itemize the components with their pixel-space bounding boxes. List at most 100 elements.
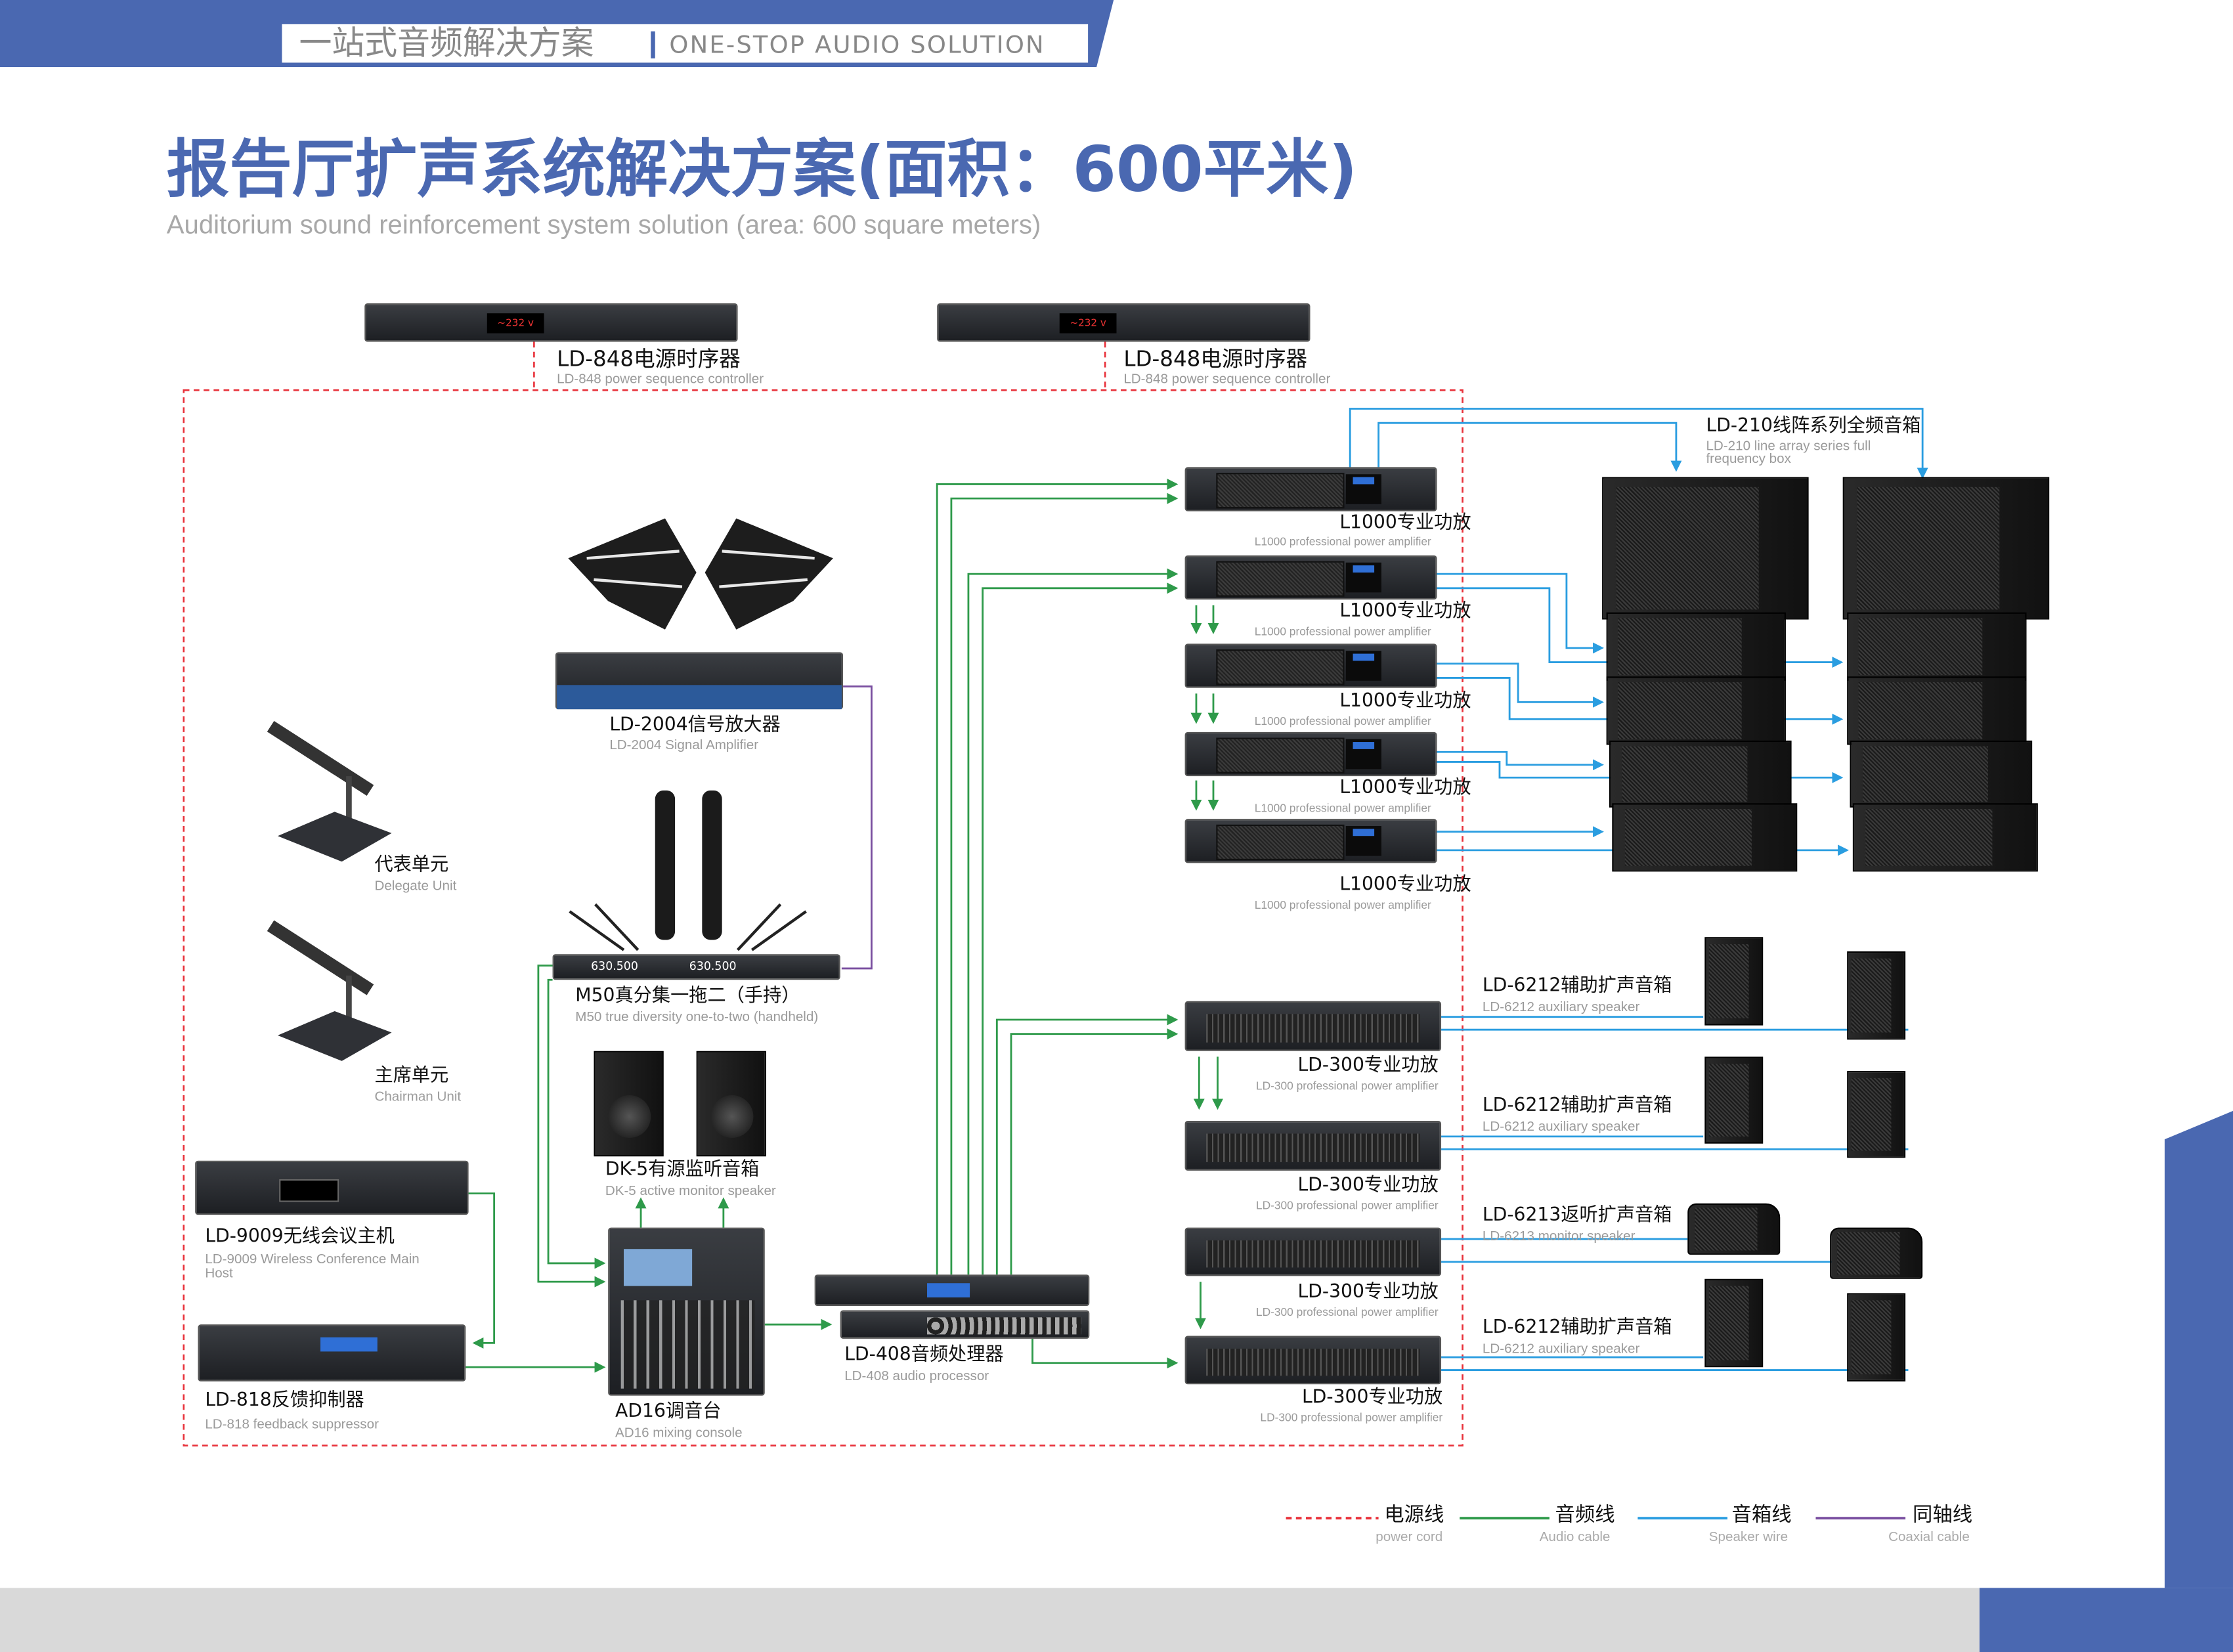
ld818-label: LD-818反馈抑制器 (205, 1389, 364, 1412)
l1000-amp-1 (1184, 467, 1437, 511)
signal-amp-label-en: LD-2004 Signal Amplifier (609, 737, 759, 754)
legend-power-cord: 电源线 (1384, 1504, 1444, 1527)
dk5-monitor-left (594, 1051, 664, 1157)
coaxial-line (841, 685, 873, 970)
sequencer-label-2: LD-848电源时序器 (1123, 346, 1308, 372)
legend-speaker-wire: 音箱线 (1731, 1504, 1792, 1527)
sequencer-device-2: ~232 v (937, 303, 1311, 342)
dk5-monitor-right (696, 1051, 766, 1157)
legend-audio-cable-en: Audio cable (1539, 1529, 1611, 1546)
l1000-label: L1000专业功放 (1339, 777, 1471, 799)
speaker-label-2: LD-6212辅助扩声音箱 (1482, 1095, 1672, 1117)
ld9009-device (195, 1160, 469, 1215)
l1000-label-en: L1000 professional power amplifier (1254, 714, 1431, 728)
channel-a-display: 630.500 (591, 959, 638, 973)
l1000-amp-3 (1184, 643, 1437, 688)
m50-label: M50真分集一拖二（手持） (575, 985, 800, 1007)
speaker-label-en-2: LD-6212 auxiliary speaker (1482, 1119, 1640, 1135)
delegate-unit-icon (267, 720, 392, 862)
speaker-label-en-1: LD-6212 auxiliary speaker (1482, 999, 1640, 1016)
wireless-mic-icon (569, 790, 807, 951)
legend-coaxial-cable: 同轴线 (1912, 1504, 1973, 1527)
ld408-label-en: LD-408 audio processor (844, 1368, 989, 1385)
ld300-label: LD-300专业功放 (1297, 1055, 1439, 1077)
ld300-label: LD-300专业功放 (1301, 1387, 1443, 1409)
antenna-icon (568, 518, 833, 630)
ld408-label: LD-408音频处理器 (844, 1344, 1004, 1366)
sequencer-label-en-2: LD-848 power sequence controller (1123, 372, 1331, 387)
line-array-box (1612, 803, 1798, 872)
page-subtitle: Auditorium sound reinforcement system so… (166, 209, 1041, 240)
l1000-label-en: L1000 professional power amplifier (1254, 802, 1431, 815)
ld300-amp-2 (1184, 1121, 1442, 1171)
power-cord-lines (183, 341, 1463, 1446)
aux-speaker (1847, 951, 1906, 1040)
line-array-label: LD-210线阵系列全频音箱 (1706, 416, 1921, 437)
aux-speaker (1704, 1056, 1764, 1144)
m50-receiver-device: 630.500 630.500 (552, 954, 840, 980)
line-array-top-right (1842, 477, 2050, 620)
aux-speaker (1847, 1293, 1906, 1381)
line-array-box (1609, 740, 1792, 808)
ld300-label-en: LD-300 professional power amplifier (1255, 1079, 1439, 1093)
l1000-amp-5 (1184, 819, 1437, 863)
line-array-label-en: LD-210 line array series full frequency … (1706, 439, 1871, 467)
legend-speaker-wire-en: Speaker wire (1708, 1529, 1789, 1546)
aux-speaker (1704, 1278, 1764, 1368)
m50-label-en: M50 true diversity one-to-two (handheld) (575, 1009, 819, 1026)
monitor-speaker (1687, 1203, 1781, 1255)
l1000-label: L1000专业功放 (1339, 601, 1471, 622)
ld300-amp-3 (1184, 1227, 1442, 1276)
ld300-label-en: LD-300 professional power amplifier (1255, 1199, 1439, 1212)
sequencer-label-1: LD-848电源时序器 (557, 346, 741, 372)
chairman-label-en: Chairman Unit (374, 1089, 462, 1106)
ld9009-label-en: LD-9009 Wireless Conference Main Host (205, 1251, 420, 1282)
speaker-label-4: LD-6212辅助扩声音箱 (1482, 1317, 1672, 1339)
speaker-label-en-3: LD-6213 monitor speaker (1482, 1228, 1636, 1245)
signal-amplifier-device (555, 652, 844, 710)
header-en: ONE-STOP AUDIO SOLUTION (669, 31, 1045, 60)
ld300-label: LD-300专业功放 (1297, 1282, 1439, 1303)
sequencer-label-en-1: LD-848 power sequence controller (557, 372, 764, 387)
l1000-label-en: L1000 professional power amplifier (1254, 898, 1431, 912)
l1000-label: L1000专业功放 (1339, 690, 1471, 712)
l1000-amp-2 (1184, 555, 1437, 600)
l1000-label: L1000专业功放 (1339, 874, 1471, 896)
delegate-label: 代表单元 (374, 854, 449, 876)
line-array-box (1847, 676, 2027, 745)
channel-b-display: 630.500 (689, 959, 737, 973)
speaker-label-1: LD-6212辅助扩声音箱 (1482, 975, 1672, 997)
delegate-label-en: Delegate Unit (374, 879, 457, 895)
aux-speaker (1847, 1071, 1906, 1158)
audio-cable-lines (466, 479, 1223, 1373)
voltage-display: ~232 v (487, 313, 544, 334)
ld408-device-front (814, 1274, 1090, 1306)
ld300-label: LD-300专业功放 (1297, 1175, 1439, 1196)
ld408-device-rear (840, 1310, 1090, 1339)
voltage-display: ~232 v (1059, 313, 1117, 334)
signal-amp-label: LD-2004信号放大器 (609, 714, 781, 737)
line-array-box (1850, 740, 2033, 808)
l1000-label-en: L1000 professional power amplifier (1254, 535, 1431, 549)
chairman-label: 主席单元 (374, 1065, 449, 1087)
ld300-label-en: LD-300 professional power amplifier (1255, 1305, 1439, 1319)
ad16-label: AD16调音台 (615, 1401, 722, 1423)
ld300-label-en: LD-300 professional power amplifier (1260, 1411, 1443, 1424)
header-cn: 一站式音频解决方案 (299, 26, 594, 63)
page-title: 报告厅扩声系统解决方案(面积：600平米) (166, 133, 1358, 207)
speaker-label-en-4: LD-6212 auxiliary speaker (1482, 1341, 1640, 1358)
line-array-box (1606, 676, 1786, 745)
ad16-label-en: AD16 mixing console (615, 1425, 743, 1442)
chairman-unit-icon (267, 920, 392, 1061)
legend-power-cord-en: power cord (1376, 1529, 1443, 1546)
aux-speaker (1704, 937, 1764, 1026)
ld818-device (198, 1324, 466, 1381)
legend-coaxial-cable-en: Coaxial cable (1888, 1529, 1970, 1546)
ld300-amp-1 (1184, 1001, 1442, 1051)
l1000-amp-4 (1184, 731, 1437, 777)
dk5-label: DK-5有源监听音箱 (605, 1159, 760, 1181)
ld9009-label: LD-9009无线会议主机 (205, 1226, 395, 1248)
